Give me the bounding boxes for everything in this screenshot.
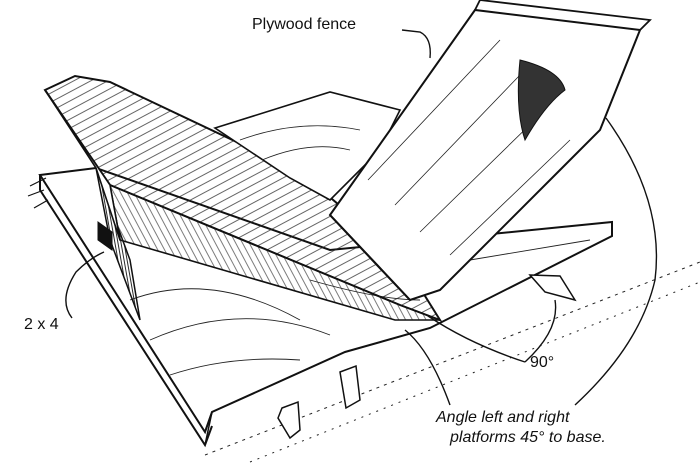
- two-by-four-label: 2 x 4: [24, 316, 59, 333]
- leader-lines: [65, 29, 658, 406]
- right-angle-label: 90°: [530, 354, 555, 371]
- fence-leader: [401, 29, 431, 59]
- angle-instruction-line1: Angle left and right: [436, 409, 570, 426]
- plywood-fence-label: Plywood fence: [252, 16, 357, 33]
- angle-instruction-label: Angle left and right platforms 45° to ba…: [436, 408, 606, 448]
- direction-arrows: [277, 274, 577, 440]
- angle-instruction-line2: platforms 45° to base.: [450, 429, 606, 446]
- two-by-four-leader: [65, 251, 105, 319]
- angle-arc: [574, 117, 658, 406]
- right-angle-leader: [427, 299, 557, 363]
- plywood-fence: [328, 0, 652, 302]
- angle-arc-leader: [404, 329, 451, 406]
